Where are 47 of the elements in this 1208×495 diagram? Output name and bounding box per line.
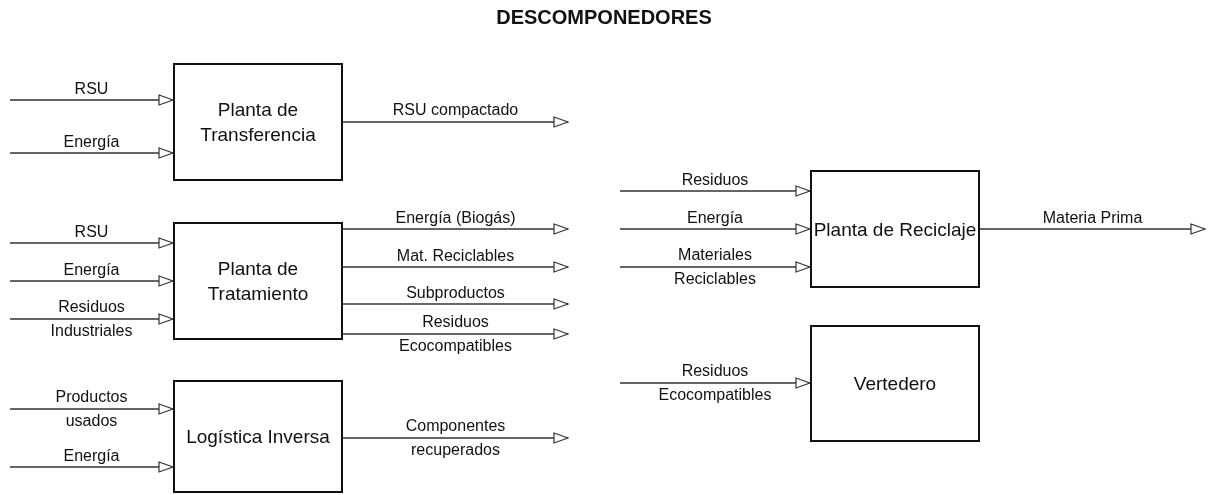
edge-label: Residuos Industriales bbox=[49, 297, 134, 341]
arrow bbox=[9, 147, 174, 159]
arrow bbox=[342, 298, 569, 310]
edge-label: Productos usados bbox=[54, 387, 129, 431]
edge-label: Componentes recuperados bbox=[404, 416, 507, 460]
arrow bbox=[9, 313, 174, 325]
edge-label: RSU bbox=[73, 222, 110, 241]
arrow bbox=[619, 185, 811, 197]
edge-label: Mat. Reciclables bbox=[395, 246, 516, 265]
diagram-title: DESCOMPONEDORES bbox=[495, 6, 713, 29]
arrow bbox=[619, 261, 811, 273]
edge-label: Energía bbox=[685, 208, 744, 227]
arrow bbox=[9, 237, 174, 249]
edge-label: Subproductos bbox=[405, 283, 506, 302]
edge-label: Energía (Biogás) bbox=[394, 208, 517, 227]
box-label: Vertedero bbox=[853, 372, 937, 396]
edge-label: Energía bbox=[62, 446, 121, 465]
arrow bbox=[9, 94, 174, 106]
box-label: Logística Inversa bbox=[186, 425, 330, 449]
process-box bbox=[173, 222, 343, 340]
edge-label: Materia Prima bbox=[1041, 208, 1144, 227]
edge-label: RSU bbox=[73, 79, 110, 98]
edge-label: Residuos Ecocompatibles bbox=[398, 312, 513, 356]
box-label: Planta de Tratamiento bbox=[206, 257, 310, 306]
box-label: Planta de Reciclaje bbox=[813, 217, 977, 242]
edge-label: Residuos Ecocompatibles bbox=[657, 361, 773, 405]
edge-label: Materiales Reciclables bbox=[673, 245, 757, 289]
arrow bbox=[342, 432, 569, 444]
edge-label: Energía bbox=[62, 132, 121, 151]
edge-label: RSU compactado bbox=[391, 100, 520, 120]
arrow bbox=[9, 403, 174, 415]
box-label: Planta de Transferencia bbox=[199, 98, 317, 147]
process-box bbox=[810, 325, 980, 442]
arrow bbox=[342, 261, 569, 273]
edge-label: Residuos bbox=[680, 170, 750, 189]
arrow bbox=[342, 116, 569, 128]
arrow bbox=[342, 223, 569, 235]
arrow bbox=[342, 328, 569, 340]
arrow bbox=[619, 223, 811, 235]
process-box bbox=[173, 63, 343, 181]
process-box bbox=[173, 380, 343, 493]
process-box bbox=[810, 170, 980, 288]
arrow bbox=[9, 461, 174, 473]
arrow bbox=[979, 223, 1206, 235]
arrow bbox=[619, 377, 811, 389]
edge-label: Energía bbox=[62, 260, 121, 279]
arrow bbox=[9, 275, 174, 287]
